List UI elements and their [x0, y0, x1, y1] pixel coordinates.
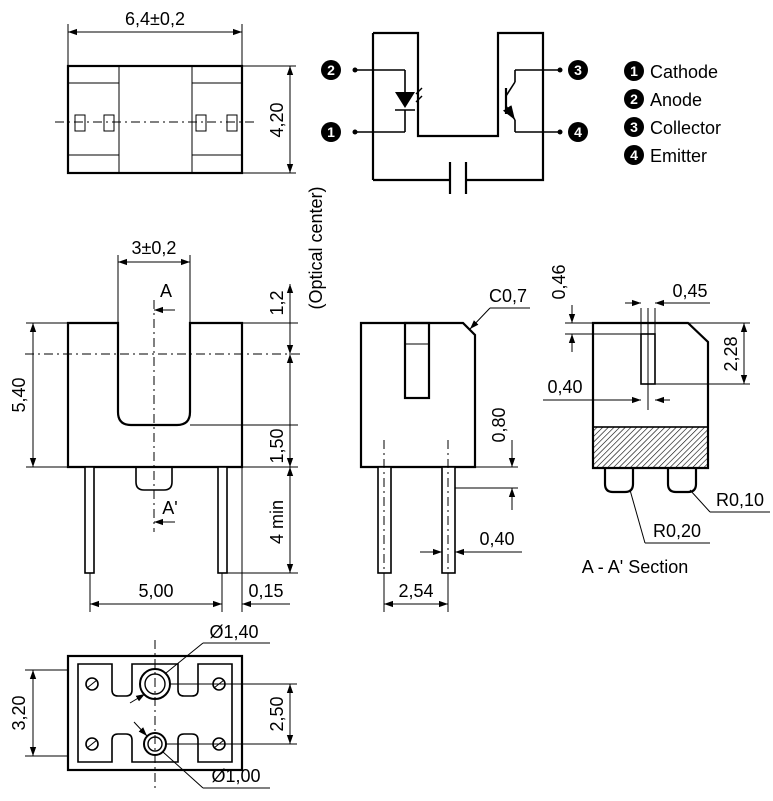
dim-1-2: 1,2	[267, 290, 287, 315]
bottom-view: 3,20 2,50 Ø1,40 Ø1,00	[9, 622, 297, 789]
legend-cathode: Cathode	[650, 62, 718, 82]
hole-spacing-dim: 2,50	[267, 696, 287, 731]
section-caption: A - A' Section	[582, 557, 689, 577]
top-height-dim: 4,20	[267, 102, 287, 137]
bottom-view-outline	[66, 654, 244, 772]
front-lead-left	[84, 466, 95, 574]
phototransistor-icon	[557, 67, 563, 73]
pin1-badge	[321, 122, 341, 142]
bottom-width-dim: 3,20	[9, 695, 29, 730]
legend-collector: Collector	[650, 118, 721, 138]
side-pitch-dim: 2,54	[398, 581, 433, 601]
hole-large-dim: Ø1,40	[209, 622, 258, 642]
lead-width-dim: 0,40	[479, 529, 514, 549]
legend-emitter: Emitter	[650, 146, 707, 166]
section-mark-a-prime: A'	[162, 498, 177, 518]
front-view-outline	[66, 321, 244, 469]
dim-1-50: 1,50	[267, 428, 287, 463]
svg-text:1: 1	[327, 124, 335, 140]
lead-offset-dim: 0,15	[248, 581, 283, 601]
svg-text:2: 2	[630, 91, 638, 107]
svg-text:3: 3	[630, 119, 638, 135]
slot-width-dim: 3±0,2	[132, 238, 177, 258]
height-dim: 5,40	[9, 377, 29, 412]
pin3-badge	[568, 60, 588, 80]
svg-text:3: 3	[574, 62, 582, 78]
top-view-outline	[66, 64, 244, 175]
svg-text:4: 4	[574, 124, 582, 140]
svg-text:1: 1	[630, 63, 638, 79]
circuit-diagram: 2 1 3 4	[321, 31, 588, 194]
legend-anode: Anode	[650, 90, 702, 110]
pin4-badge	[568, 122, 588, 142]
dim-0-45: 0,45	[672, 281, 707, 301]
side-window	[403, 321, 431, 400]
section-hatch	[592, 426, 709, 469]
optical-center-note: (Optical center)	[306, 186, 326, 309]
section-view: 0,45 0,46 2,28 0,40 R0,10 R0,20 A - A' S…	[543, 264, 770, 577]
top-view: 6,4±0,2 4,20 (Optical center)	[55, 9, 326, 310]
front-lead-right	[217, 466, 228, 574]
dim-4-min: 4 min	[267, 500, 287, 544]
led-icon	[395, 92, 415, 108]
pitch-dim: 5,00	[138, 581, 173, 601]
front-view: A A' 3±0,2 5,40 1,2 1,50 4 min 5,00 0,15	[9, 238, 300, 612]
section-mark-a: A	[160, 281, 172, 301]
chamfer-label: C0,7	[489, 286, 527, 306]
svg-text:2: 2	[327, 62, 335, 78]
hole-small-dim: Ø1,00	[211, 766, 260, 786]
top-width-dim: 6,4±0,2	[125, 9, 185, 29]
radius-r010: R0,10	[716, 490, 764, 510]
radius-r020: R0,20	[653, 521, 701, 541]
side-view-outline	[359, 321, 477, 469]
svg-text:4: 4	[630, 147, 638, 163]
pin2-badge	[321, 60, 341, 80]
window-dim: 0,80	[489, 407, 509, 442]
pin-legend: 1 Cathode 2 Anode 3 Collector 4 Emitter	[624, 61, 721, 166]
dim-0-40-section: 0,40	[547, 377, 582, 397]
side-view: C0,7 0,80 0,40 2,54	[359, 286, 530, 612]
dim-2-28: 2,28	[721, 336, 741, 371]
dim-0-46: 0,46	[549, 264, 569, 299]
